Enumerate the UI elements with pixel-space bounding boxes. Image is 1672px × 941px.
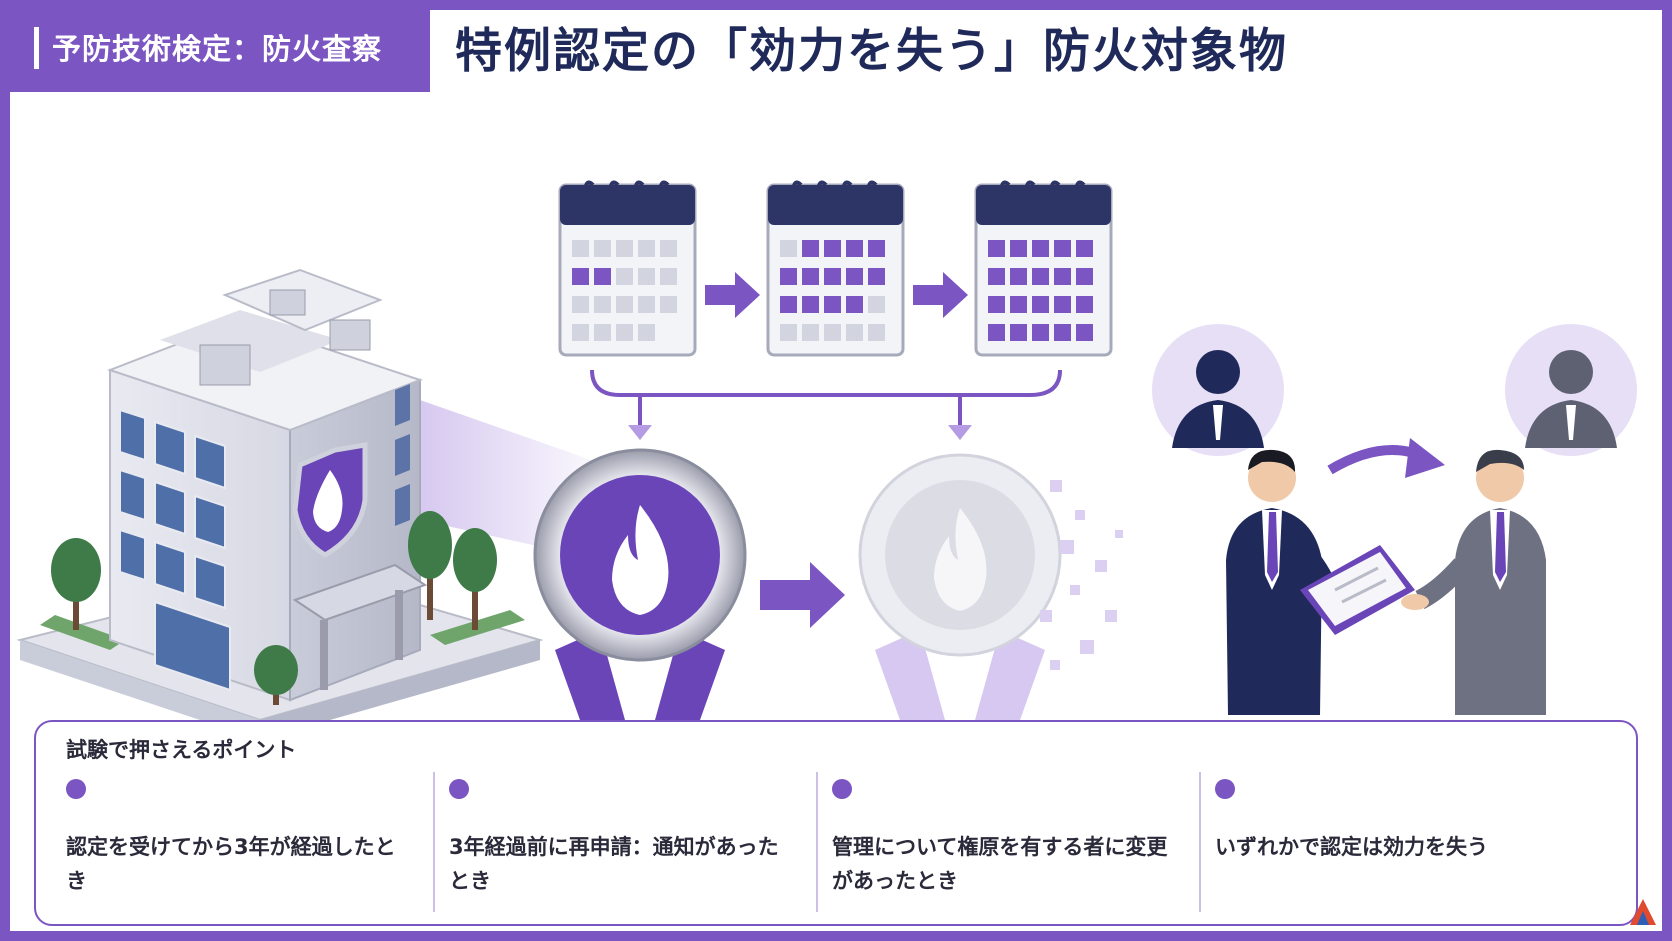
bullet-dot-icon [449, 779, 469, 799]
exam-point-text: いずれかで認定は効力を失う [1215, 835, 1488, 859]
exam-point-text: 3年経過前に再申請：通知があったとき [449, 835, 779, 893]
disintegration-particles [1040, 480, 1123, 670]
exam-points-panel: 試験で押さえるポイント 認定を受けてから3年が経過したとき 3年経過前に再申請：… [34, 720, 1638, 926]
businessman-gray [1401, 449, 1546, 715]
calendar-icon [974, 180, 1113, 357]
tree-icon [51, 538, 101, 630]
exam-points-heading: 試験で押さえるポイント [66, 738, 297, 762]
brand-logo-icon [1630, 899, 1656, 925]
tree-icon [254, 645, 298, 705]
divider [816, 772, 818, 912]
category-label: 予防技術検定：防火査察 [52, 32, 383, 66]
transfer-arrow-icon [1327, 438, 1445, 478]
fire-award-badge-icon [533, 448, 747, 720]
exam-point-item: 管理について権原を有する者に変更があったとき [832, 772, 1214, 912]
category-marker [34, 27, 39, 69]
exam-point-item: 認定を受けてから3年が経過したとき [66, 772, 448, 912]
category-tab: 予防技術検定：防火査察 [0, 0, 430, 92]
bullet-dot-icon [1215, 779, 1235, 799]
fire-shield-icon [292, 442, 368, 558]
bullet-dot-icon [66, 779, 86, 799]
calendar-icon [766, 180, 905, 357]
tree-icon [408, 511, 452, 620]
faded-fire-award-badge-icon [858, 453, 1062, 720]
page-title: 特例認定の「効力を失う」防火対象物 [455, 24, 1288, 79]
top-band [0, 0, 1672, 10]
calendar-icon [558, 180, 697, 357]
exam-point-item: 3年経過前に再申請：通知があったとき [449, 772, 831, 912]
businessman-navy [1226, 449, 1339, 715]
arrow-right-icon [760, 562, 845, 628]
divider [1199, 772, 1201, 912]
new-owner-avatar [1505, 324, 1637, 456]
building-illustration [16, 268, 544, 740]
bracket-connector [590, 369, 1062, 430]
exam-point-item: いずれかで認定は効力を失う [1215, 772, 1597, 912]
exam-point-text: 認定を受けてから3年が経過したとき [66, 835, 396, 893]
arrow-right-icon [705, 272, 760, 318]
bullet-dot-icon [832, 779, 852, 799]
tree-icon [453, 528, 497, 630]
certificate-document-icon [1300, 545, 1415, 635]
arrow-right-icon [913, 272, 968, 318]
previous-owner-avatar [1152, 324, 1284, 456]
exam-point-text: 管理について権原を有する者に変更があったとき [832, 835, 1168, 893]
divider [433, 772, 435, 912]
